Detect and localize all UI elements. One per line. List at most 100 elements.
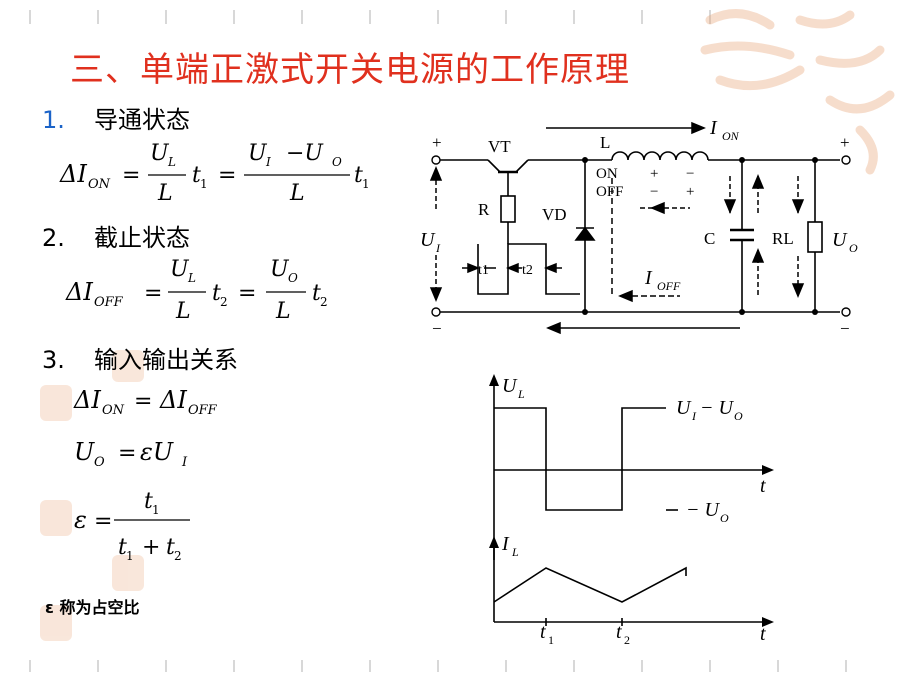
svg-text:t: t (760, 623, 766, 645)
svg-text:OFF: OFF (188, 403, 218, 418)
svg-text:2: 2 (174, 549, 182, 563)
svg-text:ON: ON (722, 129, 740, 143)
svg-text:O: O (332, 155, 342, 169)
label-on: ON (596, 166, 618, 182)
svg-text:O: O (849, 241, 858, 255)
label-ioff: I (644, 267, 653, 289)
svg-text:t: t (144, 489, 153, 514)
section-1-heading: 1.导通状态 (42, 100, 190, 135)
svg-text:εU: εU (140, 438, 174, 466)
svg-text:+: + (686, 184, 694, 200)
eq-on-lhs: ΔI (59, 160, 87, 188)
label-low-level: − U (686, 499, 720, 521)
section-1-label: 导通状态 (94, 106, 190, 134)
label-rl: RL (772, 229, 794, 248)
page-title: 三、单端正激式开关电源的工作原理 (70, 50, 630, 90)
svg-text:U: U (248, 141, 268, 166)
svg-text:t: t (212, 281, 221, 306)
section-2-label: 截止状态 (94, 224, 190, 252)
equation-output: U O = εU I (74, 438, 188, 470)
svg-text:1: 1 (200, 177, 208, 191)
equation-duty: ε = t 1 t 1 + t 2 (74, 489, 190, 563)
label-t2: t2 (522, 263, 533, 278)
svg-text:U: U (270, 257, 290, 282)
svg-text:=: = (94, 509, 112, 534)
svg-text:− U: − U (700, 397, 734, 419)
label-ul: U (502, 375, 518, 397)
svg-text:O: O (720, 511, 729, 525)
equations: ΔI ON = U L L t 1 = U I −U O L t 1 ΔI OF… (59, 141, 370, 563)
label-r: R (478, 200, 490, 219)
label-off: OFF (596, 184, 624, 200)
svg-text:=: = (134, 389, 152, 414)
duty-ratio-note: ε 称为占空比 (45, 598, 140, 617)
svg-text:+: + (142, 535, 160, 560)
svg-text:t: t (118, 535, 127, 560)
svg-text:O: O (288, 271, 298, 285)
svg-text:I: I (691, 409, 697, 423)
label-high-level: U (676, 397, 692, 419)
label-ion: I (709, 117, 718, 139)
svg-text:L: L (175, 299, 191, 324)
svg-text:t: t (354, 163, 363, 188)
svg-text:1: 1 (126, 549, 134, 563)
svg-text:=: = (218, 163, 236, 188)
svg-text:−: − (840, 319, 850, 338)
svg-text:1: 1 (548, 633, 554, 647)
svg-text:+: + (840, 133, 850, 152)
svg-text:ε: ε (74, 506, 87, 534)
equation-on: ΔI ON = U L L t 1 = U I −U O L t 1 (59, 141, 370, 206)
svg-text:ΔI: ΔI (73, 386, 101, 414)
svg-text:−: − (432, 319, 442, 338)
label-il: I (501, 533, 510, 555)
svg-text:L: L (517, 387, 525, 401)
svg-text:ΔI: ΔI (65, 278, 93, 306)
svg-text:2: 2 (320, 295, 328, 309)
svg-text:L: L (157, 181, 173, 206)
svg-text:U: U (170, 257, 190, 282)
svg-text:−U: −U (286, 141, 324, 166)
svg-text:=: = (118, 441, 136, 466)
small-seal-decorations (40, 350, 144, 641)
svg-text:2: 2 (220, 295, 228, 309)
svg-text:+: + (650, 166, 658, 182)
svg-text:t: t (312, 281, 321, 306)
label-t1: t1 (478, 263, 489, 278)
label-tick-t1: t (540, 621, 546, 643)
section-3-heading: 3. 输入输出关系 (42, 340, 238, 375)
label-c: C (704, 229, 715, 248)
label-ui: U (420, 229, 436, 251)
svg-text:=: = (144, 281, 162, 306)
section-3-number: 3. (42, 346, 65, 374)
svg-text:t: t (192, 163, 201, 188)
svg-text:I: I (435, 241, 441, 255)
label-vt: VT (488, 137, 511, 156)
svg-text:L: L (289, 181, 305, 206)
svg-text:ΔI: ΔI (159, 386, 187, 414)
section-3-label: 输入输出关系 (94, 346, 238, 374)
svg-text:L: L (167, 155, 176, 169)
svg-text:I: I (181, 455, 188, 470)
svg-text:t: t (760, 475, 766, 497)
svg-text:U: U (74, 438, 95, 466)
svg-text:OFF: OFF (657, 279, 681, 293)
section-2-heading: 2. 截止状态 (42, 218, 190, 253)
svg-text:ON: ON (88, 177, 111, 192)
svg-text:−: − (650, 184, 658, 200)
svg-text:1: 1 (362, 177, 370, 191)
section-2-number: 2. (42, 224, 65, 252)
seal-decoration (700, 9, 895, 175)
svg-text:L: L (511, 545, 519, 559)
svg-text:ON: ON (102, 403, 125, 418)
label-l: L (600, 133, 610, 152)
svg-text:1: 1 (152, 503, 160, 517)
svg-text:U: U (150, 141, 170, 166)
svg-text:−: − (686, 166, 694, 182)
svg-text:O: O (734, 409, 743, 423)
svg-text:I: I (265, 155, 271, 169)
svg-text:O: O (94, 455, 105, 470)
svg-text:=: = (122, 163, 140, 188)
